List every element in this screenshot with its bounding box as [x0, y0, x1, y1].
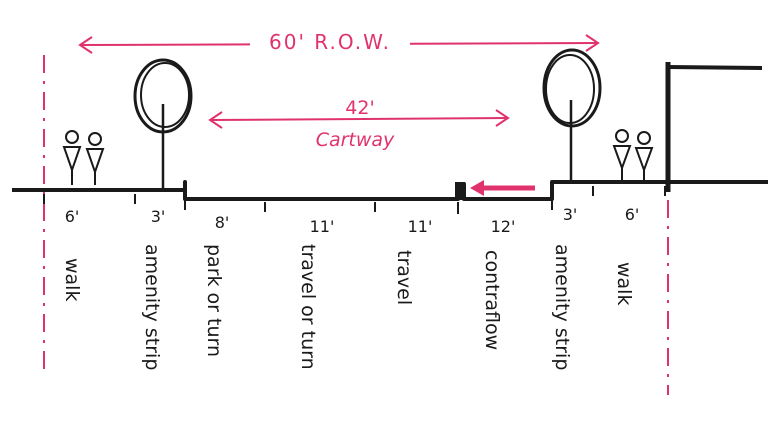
- dim-walk-right: 6': [625, 205, 640, 224]
- street-profile: [12, 180, 768, 201]
- pedestrians-right: [612, 129, 654, 180]
- cartway-label: Cartway: [316, 129, 395, 151]
- dim-amenity-right: 3': [563, 205, 578, 224]
- cartway-width: 42': [345, 97, 374, 119]
- contraflow-arrow: [470, 180, 535, 196]
- label-walk-left: walk: [61, 258, 83, 301]
- label-contraflow: contraflow: [481, 250, 503, 350]
- label-travel: travel: [393, 250, 415, 305]
- segment-ticks: [43, 186, 666, 214]
- contraflow-curb-block: [455, 182, 465, 200]
- tree-left: [133, 58, 193, 190]
- segment-labels: walk amenity strip park or turn travel o…: [61, 244, 635, 370]
- building: [665, 62, 763, 192]
- dim-travel-or-turn: 11': [310, 217, 335, 236]
- label-walk-right: walk: [613, 262, 635, 305]
- dim-amenity-left: 3': [151, 207, 166, 226]
- label-park-or-turn: park or turn: [203, 244, 225, 357]
- dim-walk-left: 6': [65, 207, 80, 226]
- dim-contraflow: 12': [491, 217, 516, 236]
- cartway-dimension-arrow: [208, 109, 510, 129]
- label-amenity-right: amenity strip: [551, 244, 573, 370]
- segment-dimensions: 6' 3' 8' 11' 11' 12' 3' 6': [65, 205, 640, 236]
- label-travel-or-turn: travel or turn: [297, 244, 319, 370]
- tree-right: [542, 48, 602, 183]
- dim-park-or-turn: 8': [215, 213, 230, 232]
- label-amenity-left: amenity strip: [141, 244, 163, 370]
- pedestrians-left: [62, 130, 105, 185]
- dim-travel: 11': [408, 217, 433, 236]
- row-label: 60' R.O.W.: [269, 30, 391, 54]
